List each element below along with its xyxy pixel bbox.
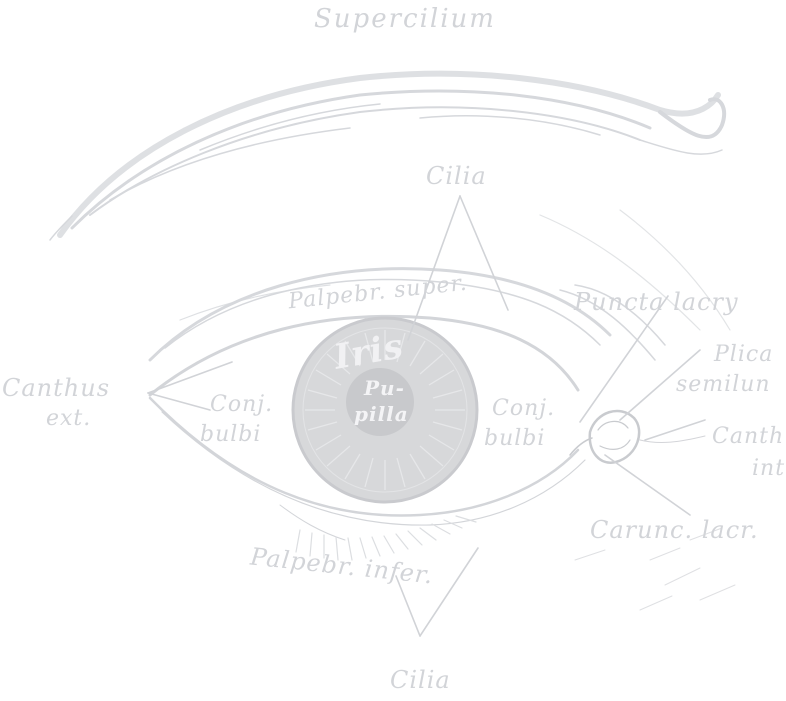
iris-disc (291, 316, 479, 504)
label-canthus-internus-2: int (752, 456, 786, 481)
lower-eyelashes (295, 515, 477, 561)
label-conj-bulbi-left-2: bulbi (200, 422, 262, 447)
label-cilia-top: Cilia (426, 162, 487, 190)
label-plica-1: Plica (714, 342, 774, 367)
label-canthus-externus-2: ext. (46, 406, 92, 431)
label-caruncula-lacrymalis: Carunc. lacr. (590, 516, 759, 544)
label-cilia-bottom: Cilia (390, 666, 451, 694)
eyebrow-hatching (49, 70, 727, 241)
leader-lines (147, 195, 706, 637)
label-pupilla-2: pilla (354, 402, 409, 426)
label-plica-2: semilun (676, 372, 771, 397)
cheek-flecks (574, 527, 736, 611)
label-canthus-externus-1: Canthus (2, 374, 111, 402)
pupil-disc (346, 368, 414, 436)
label-conj-bulbi-right-1: Conj. (492, 396, 556, 421)
upper-lid-fold (148, 209, 731, 362)
label-puncta-lacrymalia: Puncta lacry (574, 288, 739, 316)
label-pupilla-1: Pu- (364, 376, 405, 400)
caruncle (569, 409, 706, 464)
lid-margins (148, 314, 586, 541)
label-conj-bulbi-right-2: bulbi (484, 426, 546, 451)
label-canthus-internus-1: Canth (712, 424, 785, 449)
label-conj-bulbi-left-1: Conj. (210, 392, 274, 417)
label-supercilium: Supercilium (314, 4, 496, 34)
